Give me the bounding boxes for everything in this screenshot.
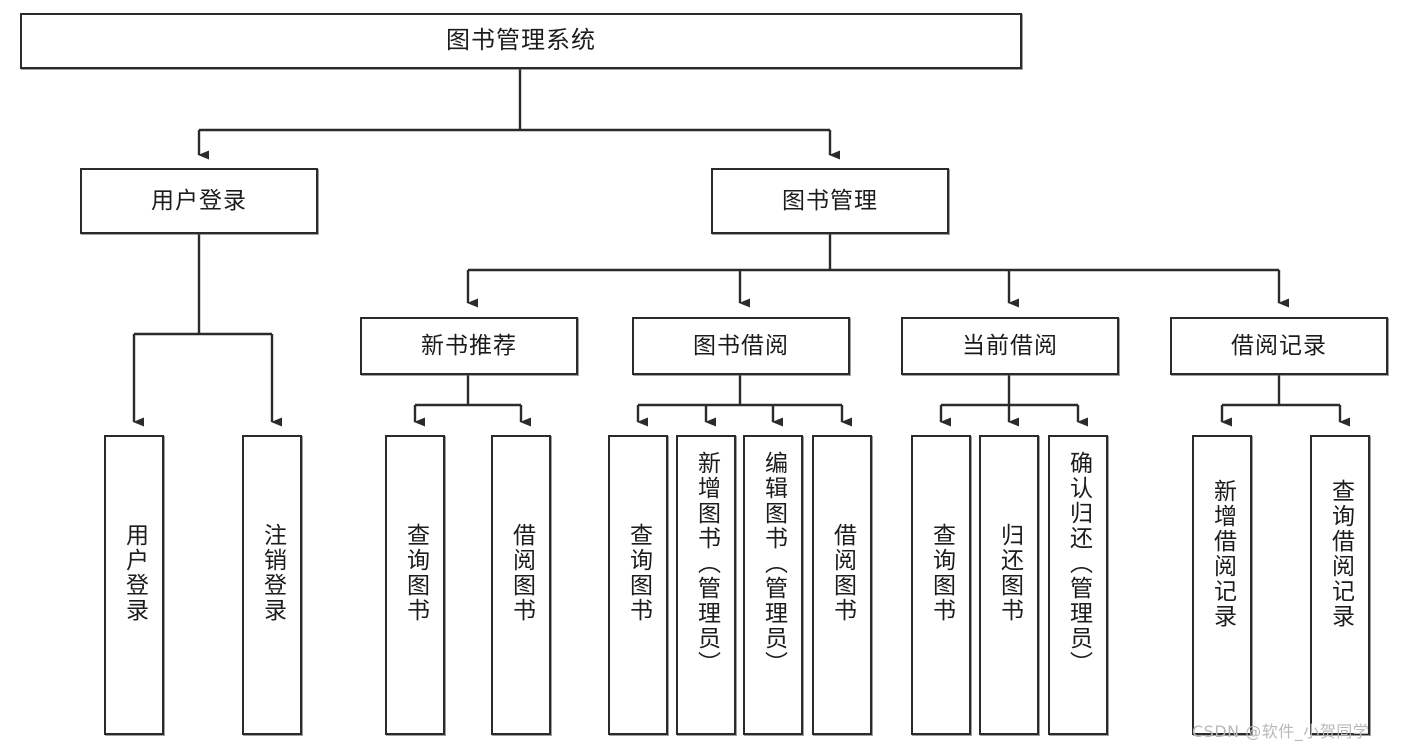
node-label: 编辑图书（管理员） [760, 451, 787, 676]
node-label: 确认归还（管理员） [1065, 451, 1092, 676]
leaf-user-login-signin[interactable]: 用户登录 [104, 435, 164, 735]
leaf-record-add-record[interactable]: 新增借阅记录 [1192, 435, 1252, 735]
node-label: 当前借阅 [962, 332, 1058, 359]
leaf-new-book-borrow[interactable]: 借阅图书 [491, 435, 551, 735]
leaf-borrow-add-book-admin[interactable]: 新增图书（管理员） [676, 435, 736, 735]
node-label: 图书管理系统 [446, 26, 596, 55]
node-new-book-recommend[interactable]: 新书推荐 [360, 317, 578, 375]
node-label: 查询图书 [625, 523, 652, 623]
node-label: 查询图书 [928, 523, 955, 623]
node-label: 注销登录 [259, 523, 286, 623]
node-label: 用户登录 [121, 523, 148, 623]
node-root-book-management-system[interactable]: 图书管理系统 [20, 13, 1022, 69]
node-label: 图书管理 [782, 187, 878, 214]
node-label: 借阅记录 [1231, 332, 1327, 359]
node-book-management[interactable]: 图书管理 [711, 168, 949, 234]
node-label: 图书借阅 [693, 332, 789, 359]
node-label: 归还图书 [996, 523, 1023, 623]
node-label: 新增借阅记录 [1209, 479, 1236, 629]
node-label: 新增图书（管理员） [693, 451, 720, 676]
leaf-current-query-book[interactable]: 查询图书 [911, 435, 971, 735]
node-label: 用户登录 [151, 187, 247, 214]
node-label: 查询借阅记录 [1327, 479, 1354, 629]
watermark-csdn: CSDN @软件_小贺同学 [1192, 722, 1370, 741]
node-book-borrow[interactable]: 图书借阅 [632, 317, 850, 375]
leaf-current-return-book[interactable]: 归还图书 [979, 435, 1039, 735]
node-label: 新书推荐 [421, 332, 517, 359]
node-borrow-record[interactable]: 借阅记录 [1170, 317, 1388, 375]
leaf-borrow-edit-book-admin[interactable]: 编辑图书（管理员） [743, 435, 803, 735]
leaf-new-book-query[interactable]: 查询图书 [385, 435, 445, 735]
node-label: 借阅图书 [829, 523, 856, 623]
leaf-borrow-borrow-book[interactable]: 借阅图书 [812, 435, 872, 735]
leaf-user-login-signout[interactable]: 注销登录 [242, 435, 302, 735]
leaf-current-confirm-return-admin[interactable]: 确认归还（管理员） [1048, 435, 1108, 735]
leaf-record-query-record[interactable]: 查询借阅记录 [1310, 435, 1370, 735]
node-label: 查询图书 [402, 523, 429, 623]
node-current-borrow[interactable]: 当前借阅 [901, 317, 1119, 375]
node-user-login[interactable]: 用户登录 [80, 168, 318, 234]
node-label: 借阅图书 [508, 523, 535, 623]
leaf-borrow-query-book[interactable]: 查询图书 [608, 435, 668, 735]
